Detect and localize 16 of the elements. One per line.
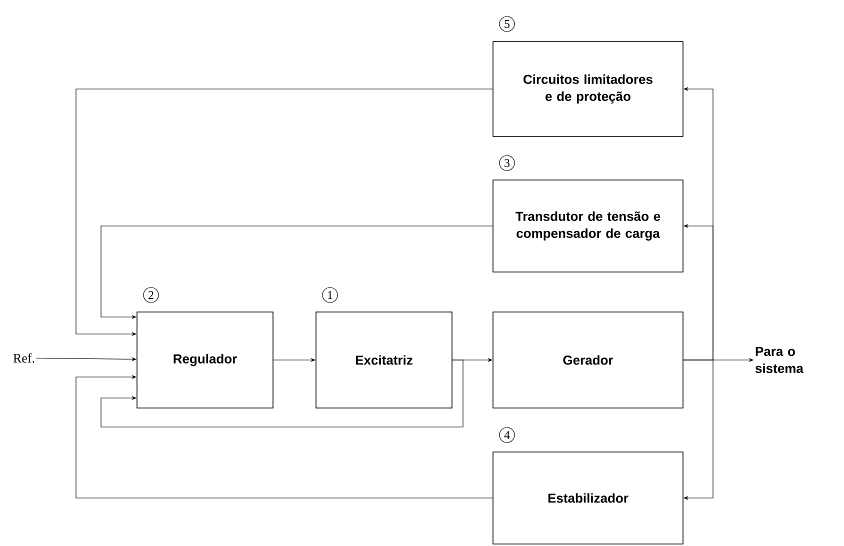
block-box: Circuitos limitadores e de proteção [492,41,684,137]
output-label: Para o sistema [755,346,804,374]
callout-number: 3 [499,155,515,171]
block-box: Transdutor de tensão e compensador de carga [492,180,684,272]
callout-number: 2 [143,287,159,303]
block-box: Excitatriz [316,312,452,408]
callout-number: 5 [499,16,515,32]
block-box: Regulador [136,312,274,408]
arrow [76,374,493,498]
arrow [683,360,714,500]
callout-number: 1 [322,287,338,303]
input-label: Ref. [13,353,34,363]
block-box: Gerador [492,312,684,408]
callout-number: 4 [499,427,515,443]
block-box: Estabilizador [492,452,684,544]
arrow [100,360,464,428]
